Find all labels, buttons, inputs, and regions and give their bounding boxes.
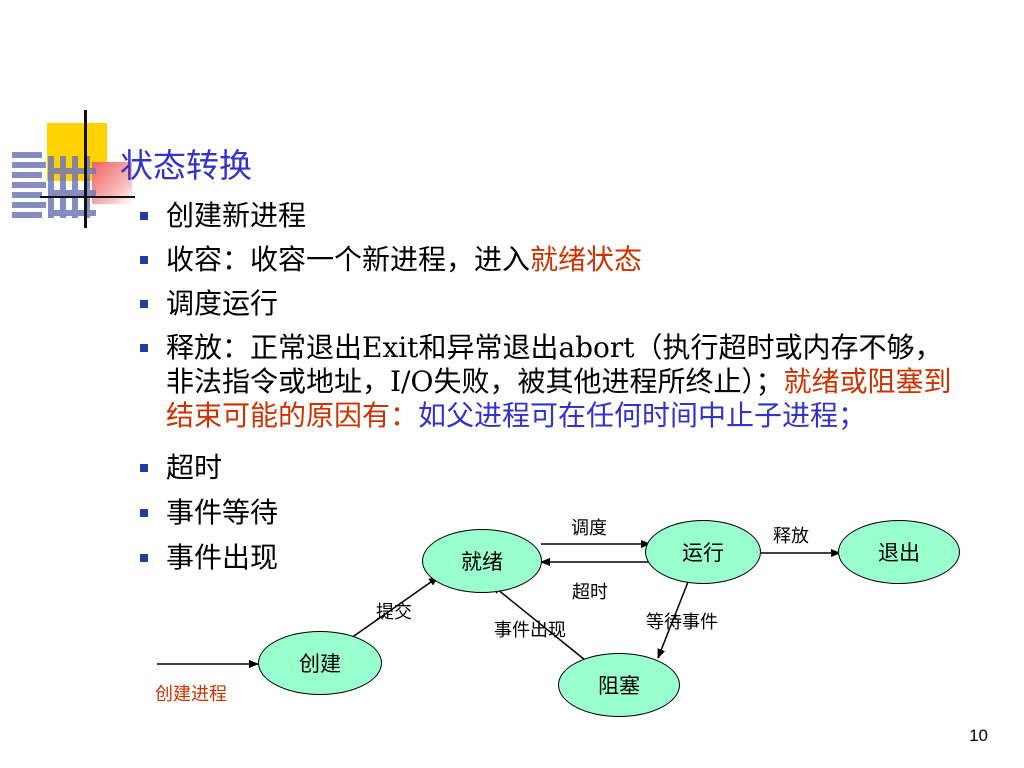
label-create-process: 创建进程 (155, 684, 227, 705)
bullet-item: 超时 (140, 451, 960, 485)
bullet-text: 释放：正常退出Exit和异常退出abort（执行超时或内存不够，非法指令或地址，… (166, 331, 943, 398)
bullet-list: 创建新进程 收容：收容一个新进程，进入就绪状态 调度运行 释放：正常退出Exit… (140, 196, 960, 575)
bullet-item: 释放：正常退出Exit和异常退出abort（执行超时或内存不够，非法指令或地址，… (140, 331, 960, 433)
label-submit: 提交 (376, 602, 412, 623)
page-number: 10 (969, 726, 988, 745)
bullet-item: 收容：收容一个新进程，进入就绪状态 (140, 243, 960, 277)
label-timeout: 超时 (572, 582, 608, 603)
logo-vertical-line (84, 110, 87, 228)
bullet-text: 超时 (166, 451, 223, 484)
bullet-highlight-red: 就绪状态 (530, 243, 643, 276)
bullet-text: 调度运行 (166, 287, 279, 320)
label-event-wait: 等待事件 (646, 612, 718, 633)
node-running: 运行 (645, 520, 761, 584)
bullet-text: 事件等待 (166, 496, 279, 529)
bullet-item: 调度运行 (140, 287, 960, 321)
bullet-text: 收容：收容一个新进程，进入 (166, 243, 531, 276)
bullet-highlight-blue: 如父进程可在任何时间中止子进程； (418, 399, 867, 432)
node-create: 创建 (258, 631, 382, 695)
logo-grid-icon (12, 152, 96, 218)
bullet-highlight-red: 就绪或阻塞到结束可能的原因有： (166, 365, 952, 432)
arrow-event-wait (657, 576, 691, 659)
arrow-event-occurs (491, 584, 586, 661)
bullet-item: 创建新进程 (140, 199, 960, 233)
node-ready: 就绪 (422, 529, 542, 593)
label-dispatch: 调度 (571, 518, 607, 539)
bullet-text: 事件出现 (166, 541, 279, 574)
arrow-submit (343, 576, 439, 644)
bullet-item: 事件出现 (140, 541, 960, 575)
node-blocked: 阻塞 (558, 653, 680, 717)
bullet-text: 创建新进程 (166, 199, 307, 232)
node-exit: 退出 (838, 520, 960, 584)
label-event-occurs: 事件出现 (494, 620, 566, 641)
label-release: 释放 (773, 526, 809, 547)
slide-title: 状态转换 (120, 146, 252, 185)
logo-horizontal-line (40, 196, 135, 198)
bullet-item: 事件等待 (140, 496, 960, 530)
